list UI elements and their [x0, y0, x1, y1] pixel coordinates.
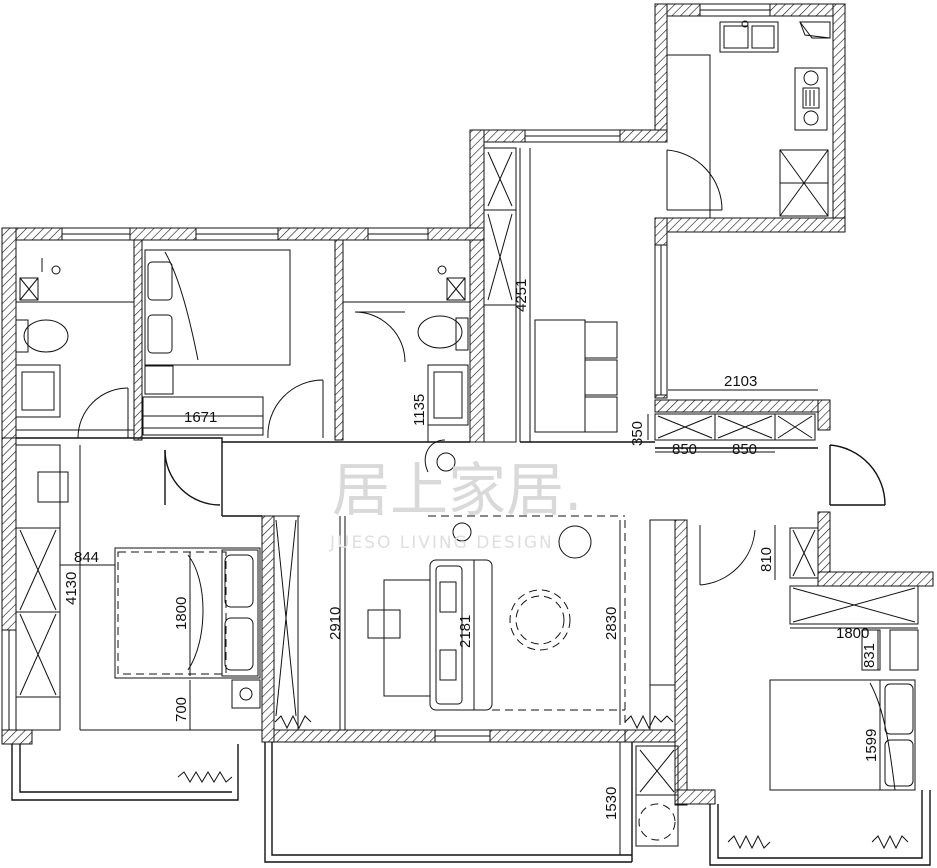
dimension-lines — [60, 148, 918, 855]
dim-700: 700 — [173, 697, 190, 722]
dim-2103: 2103 — [724, 373, 757, 390]
dim-1599: 1599 — [863, 729, 880, 762]
dim-350: 350 — [629, 421, 646, 446]
dining-chairs — [534, 319, 618, 433]
living-room — [273, 515, 676, 731]
dim-4251: 4251 — [513, 279, 530, 312]
radiators — [177, 714, 909, 850]
dim-2181: 2181 — [457, 615, 474, 648]
bathroom-left — [15, 239, 135, 439]
storage-tall — [483, 147, 521, 443]
bedroom-right — [699, 525, 919, 791]
dim-2830: 2830 — [603, 607, 620, 640]
dim-850-a: 850 — [672, 441, 697, 458]
bedroom-left — [15, 444, 262, 731]
dim-831: 831 — [861, 643, 878, 668]
dim-1800-b: 1800 — [836, 625, 869, 642]
dim-1800-a: 1800 — [173, 597, 190, 630]
balcony-storage — [635, 745, 679, 847]
windows — [1, 3, 771, 743]
dim-810: 810 — [758, 547, 775, 572]
watermark-subtitle: JUESO LIVING DESIGN — [329, 533, 554, 553]
dim-1135: 1135 — [411, 394, 428, 426]
dim-1671: 1671 — [184, 409, 217, 426]
dim-2910: 2910 — [327, 607, 344, 640]
cabinets-850 — [654, 413, 816, 441]
watermark-brand: 居上家居. — [332, 456, 582, 524]
bathroom-right — [342, 239, 471, 473]
kitchen — [666, 16, 831, 218]
dim-844: 844 — [74, 549, 99, 566]
watermark: 居上家居. JUESO LIVING DESIGN — [329, 456, 582, 553]
dim-4130: 4130 — [63, 572, 80, 605]
dim-850-b: 850 — [732, 441, 757, 458]
dimension-labels: 4251 1671 1135 2103 350 850 850 844 4130… — [63, 279, 880, 820]
dim-1530: 1530 — [603, 787, 620, 820]
bedroom-top — [142, 249, 324, 439]
corridor — [16, 437, 886, 517]
balconies — [11, 742, 931, 866]
